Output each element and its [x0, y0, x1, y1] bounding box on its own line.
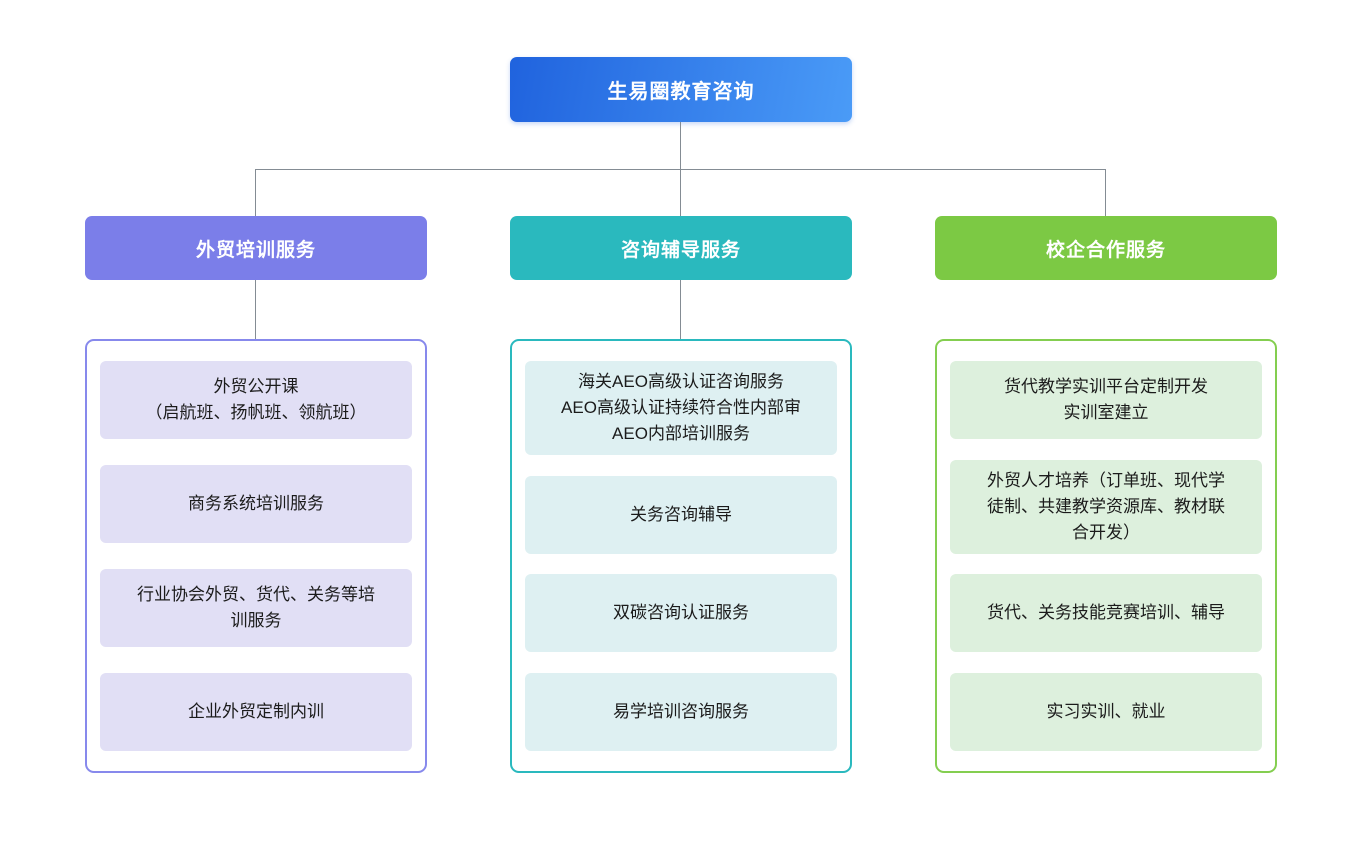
connector-branch1-drop	[255, 169, 256, 216]
node-customs-consulting[interactable]: 关务咨询辅导	[525, 475, 837, 554]
branch-container-foreign-trade-training: 外贸公开课 （启航班、扬帆班、领航班） 商务系统培训服务 行业协会外贸、货代、关…	[85, 339, 427, 773]
node-yixue-training-consulting[interactable]: 易学培训咨询服务	[525, 672, 837, 751]
node-industry-association-training[interactable]: 行业协会外贸、货代、关务等培训服务	[100, 569, 412, 647]
node-internship-employment[interactable]: 实习实训、就业	[950, 672, 1262, 751]
root-node[interactable]: 生易圈教育咨询	[510, 57, 852, 122]
node-talent-cultivation[interactable]: 外贸人才培养（订单班、现代学徒制、共建教学资源库、教材联合开发）	[950, 459, 1262, 554]
node-freight-training-platform[interactable]: 货代教学实训平台定制开发 实训室建立	[950, 361, 1262, 439]
connector-branch1-to-container	[255, 280, 256, 339]
node-enterprise-custom-training[interactable]: 企业外贸定制内训	[100, 673, 412, 751]
connector-branch3-drop	[1105, 169, 1106, 216]
branch-container-consulting-tutoring: 海关AEO高级认证咨询服务 AEO高级认证持续符合性内部审 AEO内部培训服务 …	[510, 339, 852, 773]
root-node-label: 生易圈教育咨询	[607, 81, 755, 103]
node-open-courses[interactable]: 外贸公开课 （启航班、扬帆班、领航班）	[100, 361, 412, 439]
branch-container-school-enterprise: 货代教学实训平台定制开发 实训室建立 外贸人才培养（订单班、现代学徒制、共建教学…	[935, 339, 1277, 773]
branch-header-label: 校企合作服务	[1045, 239, 1166, 261]
node-aeo-certification[interactable]: 海关AEO高级认证咨询服务 AEO高级认证持续符合性内部审 AEO内部培训服务	[525, 361, 837, 455]
branch-header-label: 外贸培训服务	[195, 239, 316, 261]
branch-header-label: 咨询辅导服务	[620, 239, 741, 261]
node-skills-competition-training[interactable]: 货代、关务技能竞赛培训、辅导	[950, 574, 1262, 653]
branch-header-consulting-tutoring[interactable]: 咨询辅导服务	[510, 216, 852, 280]
node-business-system-training[interactable]: 商务系统培训服务	[100, 465, 412, 543]
branch-header-foreign-trade-training[interactable]: 外贸培训服务	[85, 216, 427, 280]
connector-branch2-to-container	[680, 280, 681, 339]
node-dual-carbon-certification[interactable]: 双碳咨询认证服务	[525, 574, 837, 653]
branch-header-school-enterprise[interactable]: 校企合作服务	[935, 216, 1277, 280]
connector-branch2-drop	[680, 169, 681, 216]
connector-root-down	[680, 122, 681, 169]
